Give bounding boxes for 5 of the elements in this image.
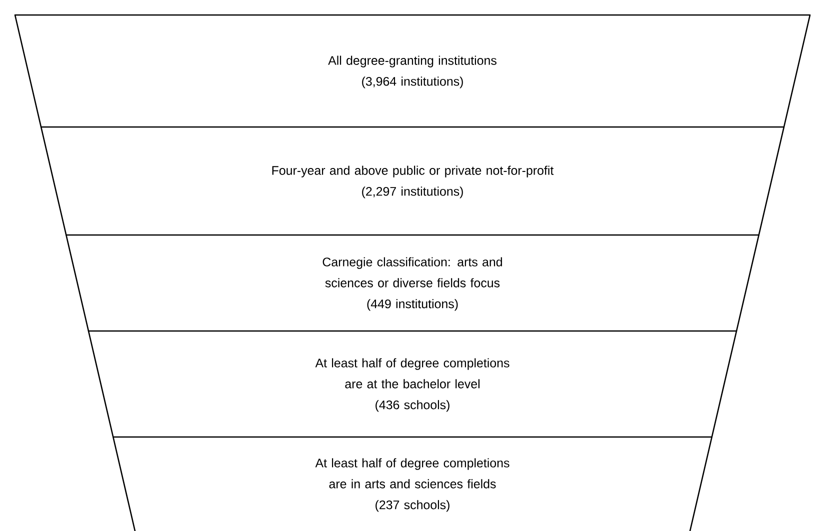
funnel-band: At least half of degree completions are in arts and sciences fields (237 schools) [112,436,712,531]
funnel-band: All degree-granting institutions (3,964 institutions) [14,14,811,128]
funnel-band: At least half of degree completions are at the bachelor level (436 schools) [88,330,738,438]
funnel-band: Carnegie classification: arts and sciences or diverse fields focus (449 institutions) [66,234,760,332]
funnel-band: Four-year and above public or private not-for-profit (2,297 institutions) [40,126,785,236]
